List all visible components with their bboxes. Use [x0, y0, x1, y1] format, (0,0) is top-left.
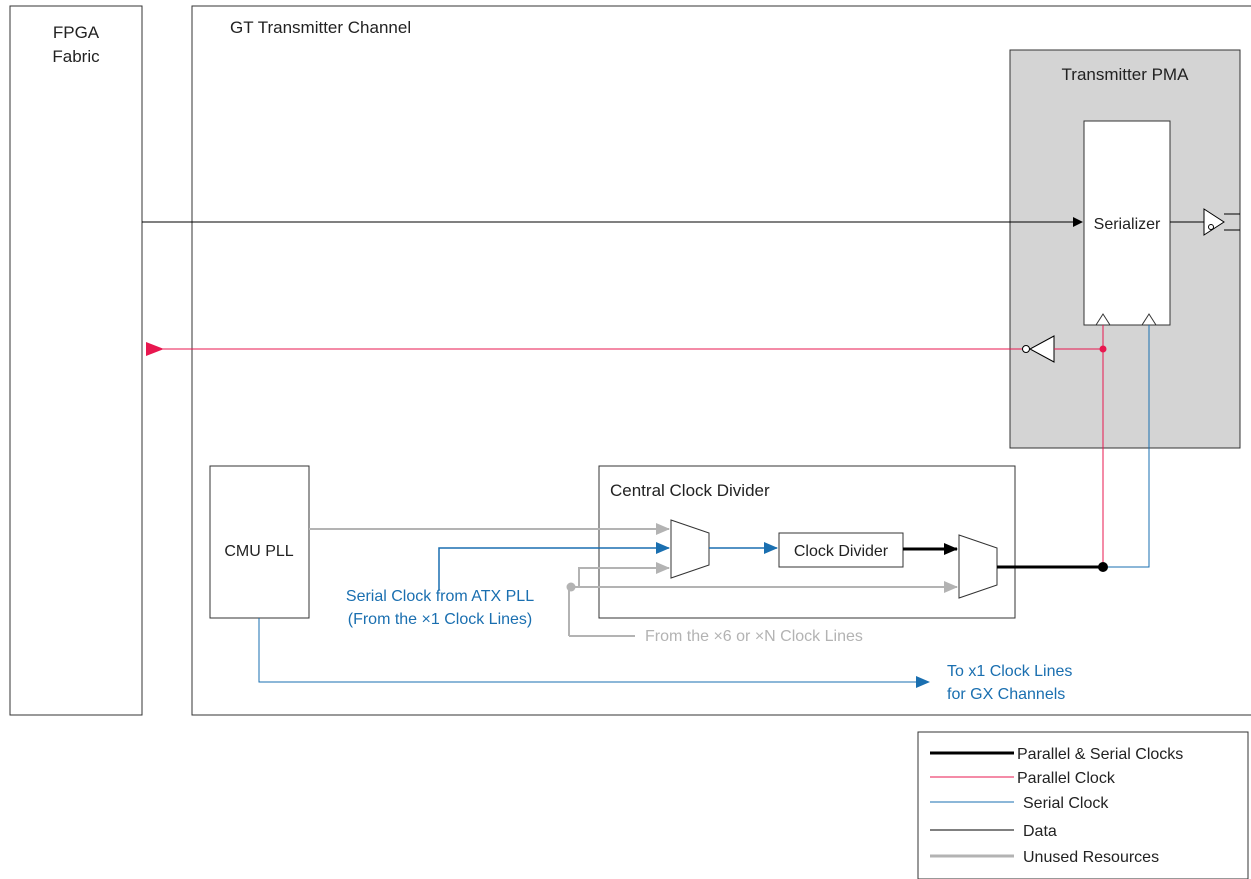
to-x1-label-line2: for GX Channels	[947, 686, 1065, 703]
clock-divider-label: Clock Divider	[794, 543, 889, 560]
ccd-title: Central Clock Divider	[610, 481, 770, 500]
fpga-label-line1: FPGA	[53, 23, 100, 42]
legend-label-parallel: Parallel Clock	[1017, 770, 1116, 787]
legend-label-serial: Serial Clock	[1023, 795, 1109, 812]
output-mux	[958, 534, 998, 599]
cmu-to-x1-line	[258, 618, 930, 688]
input-mux	[670, 519, 710, 579]
cmu-pll-block	[209, 465, 310, 619]
serial-clock-riser	[1103, 325, 1150, 568]
legend-label-parallel-serial: Parallel & Serial Clocks	[1017, 746, 1183, 763]
fpga-fabric-block	[9, 5, 143, 716]
atx-label-line2: (From the ×1 Clock Lines)	[348, 611, 533, 628]
serializer-clock-input-parallel	[1095, 313, 1111, 326]
pma-title: Transmitter PMA	[1062, 65, 1190, 84]
x6-junction	[566, 582, 576, 592]
cmu-pll-label: CMU PLL	[224, 543, 293, 560]
fpga-label-line2: Fabric	[52, 47, 100, 66]
x6-label: From the ×6 or ×N Clock Lines	[645, 628, 863, 645]
x6-to-input-mux	[578, 562, 670, 587]
parallel-clock-junction	[1099, 345, 1107, 353]
output-buffer-icon	[1170, 208, 1240, 236]
clock-junction	[1098, 562, 1108, 572]
channel-title: GT Transmitter Channel	[230, 18, 411, 37]
clock-divider-block	[778, 532, 904, 568]
serializer-clock-input-serial	[1141, 313, 1157, 326]
serializer-block	[1083, 120, 1171, 326]
to-x1-label-line1: To x1 Clock Lines	[947, 663, 1072, 680]
serializer-label: Serializer	[1094, 216, 1161, 233]
legend-label-data: Data	[1023, 823, 1057, 840]
atx-serial-clock-line	[438, 542, 670, 590]
legend-label-unused: Unused Resources	[1023, 849, 1159, 866]
atx-label-line1: Serial Clock from ATX PLL	[346, 588, 534, 605]
